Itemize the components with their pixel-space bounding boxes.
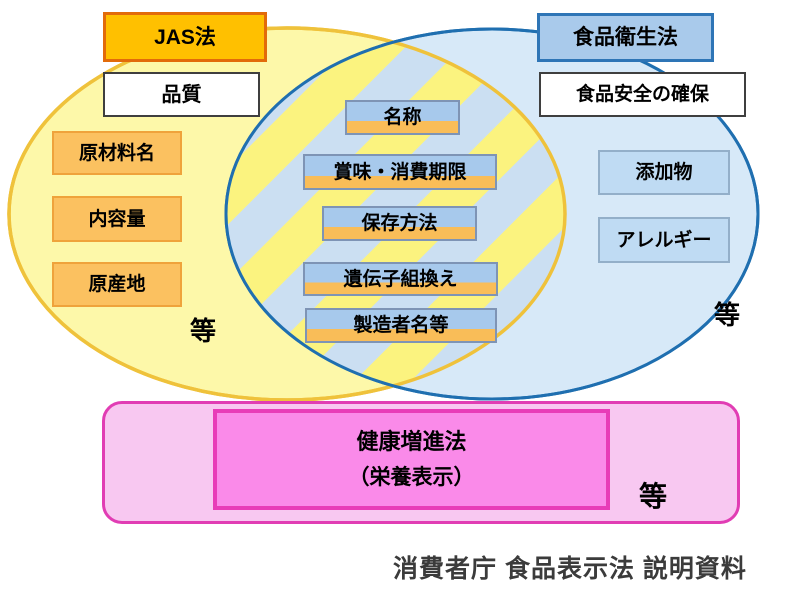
overlap-item-gmo: 遺伝子組換え	[303, 262, 498, 296]
jas-law-title: JAS法	[103, 12, 267, 62]
jas-item-origin: 原産地	[52, 262, 182, 307]
overlap-item-manufacturer: 製造者名等	[305, 308, 497, 343]
health-promotion-inner-box: 健康増進法 （栄養表示）	[213, 409, 610, 510]
overlap-item-expiry-dates: 賞味・消費期限	[303, 154, 497, 190]
jas-etc-label: 等	[190, 316, 217, 346]
health-promotion-subtitle-nutrition: （栄養表示）	[348, 466, 475, 489]
health-promotion-title: 健康増進法	[356, 429, 467, 454]
source-caption: 消費者庁 食品表示法 説明資料	[393, 555, 747, 583]
jas-item-raw-materials: 原材料名	[52, 131, 182, 175]
overlap-item-storage-method: 保存方法	[322, 206, 477, 241]
eisei-item-additives: 添加物	[598, 150, 730, 195]
jas-ellipse-outline	[7, 26, 567, 402]
jas-item-net-content: 内容量	[52, 196, 182, 242]
eisei-item-allergy: アレルギー	[598, 217, 730, 263]
eisei-ellipse-outline	[224, 27, 760, 401]
jas-law-subtitle-quality: 品質	[103, 72, 260, 117]
eisei-etc-label: 等	[714, 300, 741, 330]
food-sanitation-law-title: 食品衛生法	[537, 13, 714, 62]
overlap-item-name: 名称	[345, 100, 460, 135]
food-sanitation-subtitle-safety: 食品安全の確保	[539, 72, 746, 117]
health-promotion-etc-label: 等	[639, 481, 668, 512]
